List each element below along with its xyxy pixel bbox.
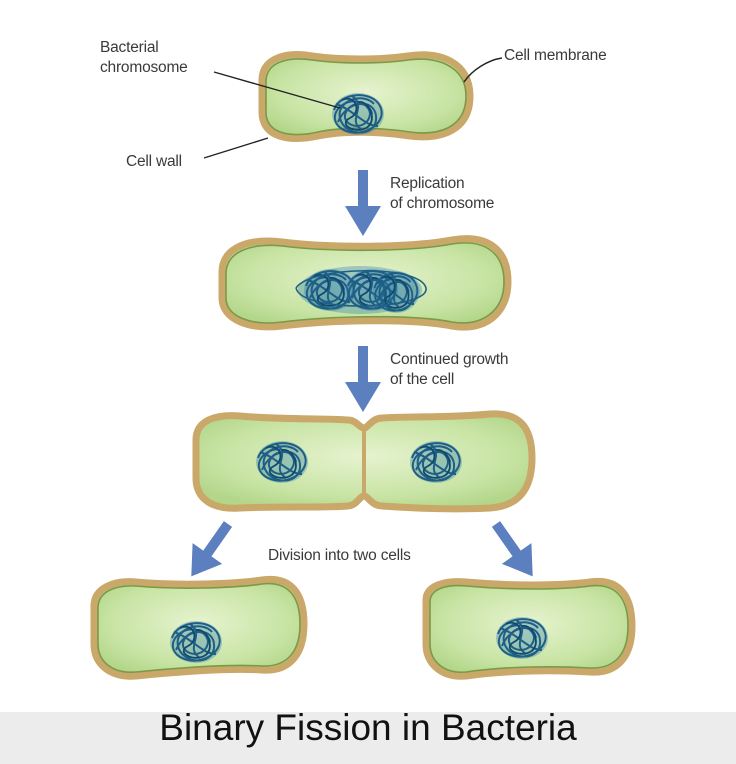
cell-membrane: [225, 242, 505, 324]
daughter-cell-left: [90, 575, 308, 680]
label-cell-wall: Cell wall: [126, 153, 182, 170]
chromosome: [169, 620, 223, 664]
label-replication-2: of chromosome: [390, 195, 494, 212]
arrow-down-1: [345, 170, 381, 236]
cell-membrane: [97, 582, 301, 673]
chromosome: [495, 616, 549, 660]
arrow-down-2: [345, 346, 381, 412]
leader-lines: [203, 57, 503, 159]
label-replication-1: Replication: [390, 175, 464, 192]
label-cell-membrane: Cell membrane: [504, 47, 607, 64]
cell-original: [258, 51, 474, 142]
leader-cell-membrane: [463, 57, 503, 83]
daughter-cell-right: [422, 577, 636, 680]
label-division: Division into two cells: [268, 547, 411, 564]
bacterial-chromosome: [331, 92, 385, 136]
leader-bacterial-chromosome: [213, 71, 341, 109]
label-bacterial-chromosome-1: Bacterial: [100, 39, 159, 56]
arrow-diagonal-right: [491, 521, 533, 577]
cell-membrane: [265, 58, 467, 136]
arrow-diagonal-left: [191, 521, 233, 577]
label-bacterial-chromosome-2: chromosome: [100, 59, 188, 76]
label-growth-1: Continued growth: [390, 351, 508, 368]
label-growth-2: of the cell: [390, 371, 454, 388]
caption-band: [0, 712, 736, 764]
cell-membrane: [429, 584, 629, 673]
cell-replicated: [218, 235, 512, 331]
cell-dividing: [192, 410, 536, 513]
leader-cell-wall: [203, 137, 269, 159]
chromosome-right: [409, 440, 463, 484]
chromosome-left: [255, 440, 309, 484]
diagram-caption: Binary Fission in Bacteria: [159, 707, 577, 748]
